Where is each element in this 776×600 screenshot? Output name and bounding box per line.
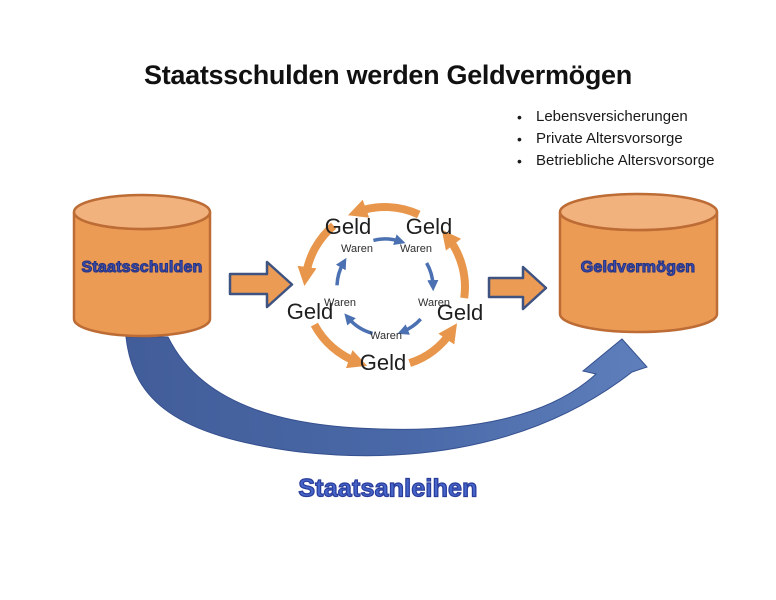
goods-arc-right: [425, 262, 439, 292]
waren-label-bottom: Waren: [370, 330, 402, 342]
money-arc-bottom-right: [408, 323, 458, 367]
waren-label-top-right: Waren: [400, 243, 432, 255]
left-cylinder: [72, 193, 212, 338]
money-arc-top: [347, 199, 421, 219]
bullet-list: • Lebensversicherungen • Private Altersv…: [517, 106, 714, 172]
waren-label-top-left: Waren: [341, 243, 373, 255]
bullet-text: Betriebliche Altersvorsorge: [536, 152, 715, 169]
geld-label-bottom: Geld: [359, 350, 407, 375]
waren-label-right: Waren: [418, 297, 450, 309]
bullet-text: Lebensversicherungen: [536, 108, 688, 125]
left-block-arrow: [228, 260, 294, 309]
geld-label-top-left: Geld: [324, 214, 372, 239]
bullet-icon: •: [517, 109, 522, 125]
geld-label-top-right: Geld: [405, 214, 453, 239]
list-item: • Lebensversicherungen: [517, 106, 714, 128]
right-block-arrow: [487, 265, 548, 311]
bullet-icon: •: [517, 131, 522, 147]
geld-label-right: Geld: [436, 300, 484, 325]
bullet-icon: •: [517, 153, 522, 169]
staatsanleihen-curved-arrow: [125, 336, 648, 457]
geld-label-left: Geld: [286, 299, 334, 324]
right-cylinder-label: Geldvermögen: [580, 259, 696, 277]
list-item: • Private Altersvorsorge: [517, 128, 714, 150]
goods-arc-bottom-left: [344, 313, 374, 336]
money-arc-right: [441, 229, 469, 299]
staatsanleihen-label: Staatsanleihen: [298, 474, 478, 503]
slide-title: Staatsschulden werden Geldvermögen: [144, 60, 632, 90]
left-cylinder-label: Staatsschulden: [81, 259, 203, 277]
money-cycle-arcs: [297, 199, 469, 369]
waren-label-left: Waren: [324, 297, 356, 309]
money-arc-left: [297, 222, 337, 287]
money-arc-bottom-left: [310, 322, 368, 369]
list-item: • Betriebliche Altersvorsorge: [517, 150, 714, 172]
goods-arc-top: [372, 234, 406, 246]
right-cylinder: [558, 192, 719, 334]
goods-arc-left: [335, 257, 347, 286]
goods-arc-bottom-right: [397, 317, 423, 335]
goods-cycle-arcs: [335, 234, 439, 336]
bullet-text: Private Altersvorsorge: [536, 130, 683, 147]
